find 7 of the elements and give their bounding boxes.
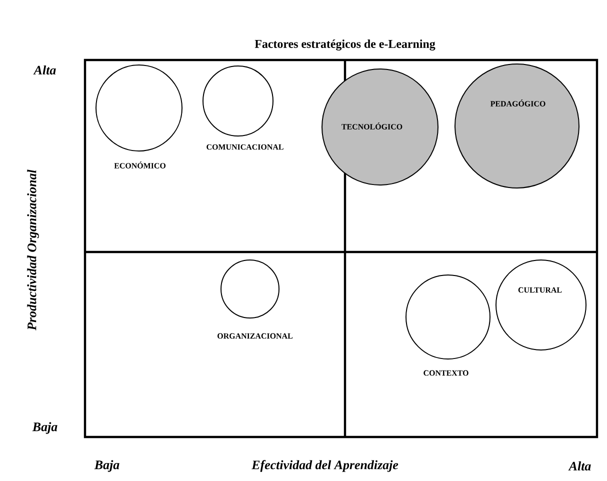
axis-end-label: Baja xyxy=(94,460,120,472)
axis-end-label: Alta xyxy=(568,461,591,471)
axis-title: Productividad Organizacional xyxy=(27,170,39,330)
axis-end-label: Baja xyxy=(32,422,58,434)
axis-end-label: Alta xyxy=(33,65,56,75)
chart-title: Factores estratégicos de e-Learning xyxy=(254,40,436,50)
axis-title: Efectividad del Aprendizaje xyxy=(252,460,398,472)
